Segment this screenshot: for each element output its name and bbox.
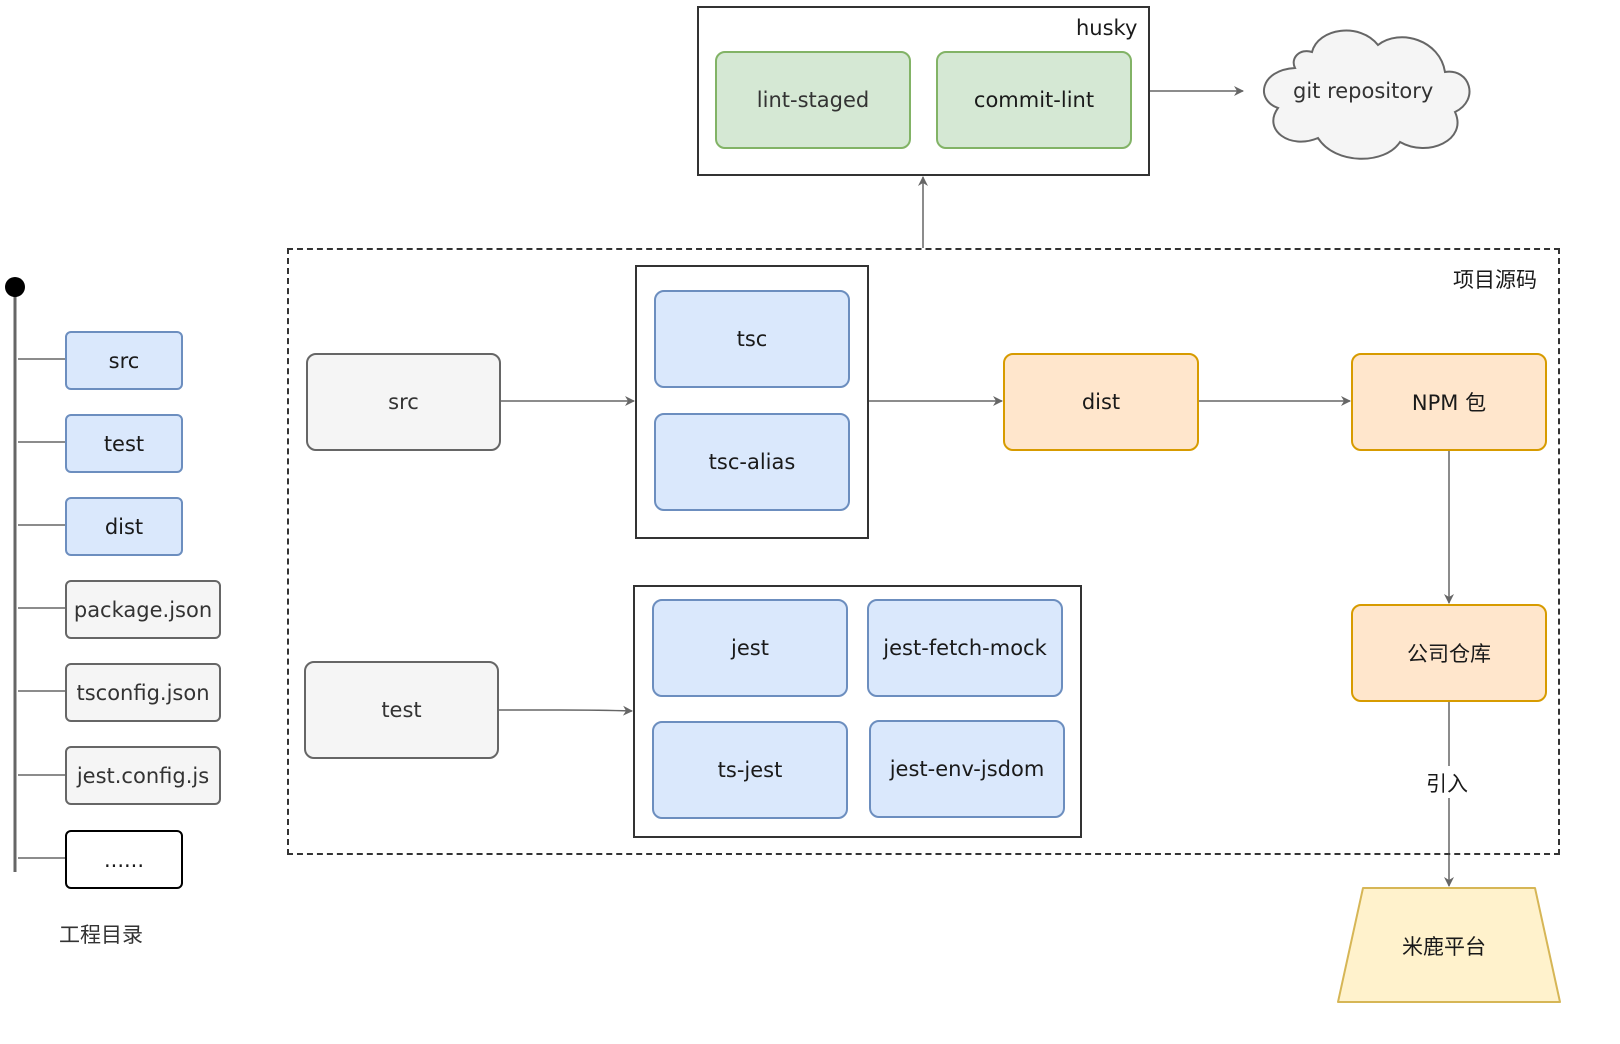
npm-package-box: NPM 包 [1351,353,1547,451]
dir-item-src: src [65,331,183,390]
lint-staged-box: lint-staged [715,51,911,149]
platform-trapezoid [1337,887,1561,1003]
build-tools-group [635,265,869,539]
git-repository-label: git repository [1293,79,1434,103]
husky-container [697,6,1150,176]
platform-label: 米鹿平台 [1402,935,1486,959]
dir-item-test: test [65,414,183,473]
commit-lint-box: commit-lint [936,51,1132,149]
directory-branches [18,358,66,859]
tsc-alias-box: tsc-alias [654,413,850,511]
project-source-title: 项目源码 [1453,268,1537,292]
tsc-box: tsc [654,290,850,388]
project-source-container [287,248,1560,855]
directory-root-dot [5,277,25,297]
dir-item-tsconfig-json: tsconfig.json [65,663,221,722]
test-tools-group [633,585,1082,838]
dir-item-dist: dist [65,497,183,556]
import-label: 引入 [1426,768,1468,798]
project-src-box: src [306,353,501,451]
arrow-test-to-testtools [498,705,633,716]
dir-item-package-json: package.json [65,580,221,639]
project-test-box: test [304,661,499,759]
jest-fetch-mock-box: jest-fetch-mock [867,599,1063,697]
dist-box: dist [1003,353,1199,451]
husky-title: husky [1076,16,1138,40]
ts-jest-box: ts-jest [652,721,848,819]
company-repo-box: 公司仓库 [1351,604,1547,702]
directory-title: 工程目录 [59,923,143,947]
dir-item-more: ...... [65,830,183,889]
git-repository-cloud [1262,29,1471,160]
dir-item-jest-config-js: jest.config.js [65,746,221,805]
jest-box: jest [652,599,848,697]
jest-env-jsdom-box: jest-env-jsdom [869,720,1065,818]
